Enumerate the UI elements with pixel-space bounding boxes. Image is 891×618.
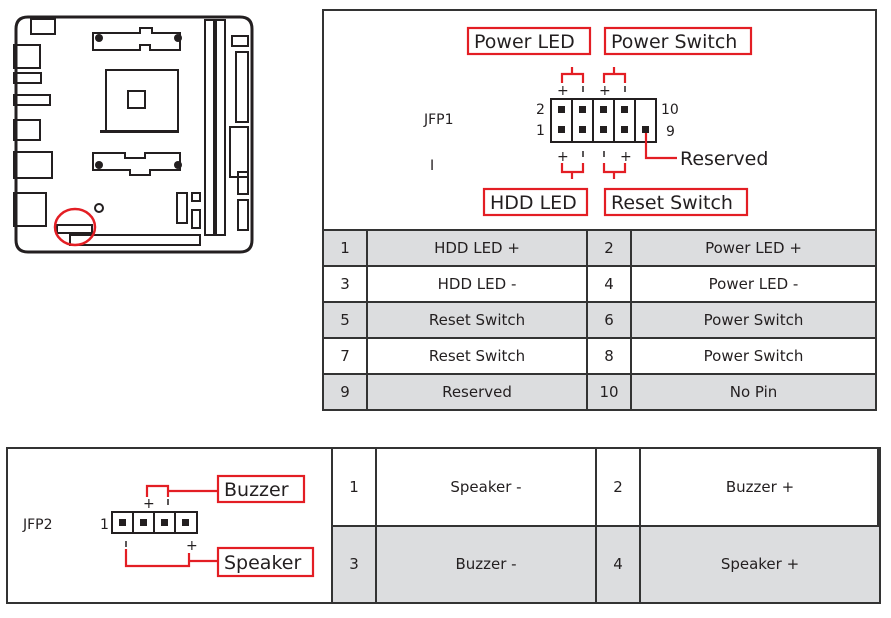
jfp1-pin-table: 1 HDD LED + 2 Power LED + 3 HDD LED - 4 … xyxy=(322,229,877,411)
pin-number: 6 xyxy=(586,301,632,339)
pin-label-2: 2 xyxy=(536,102,545,118)
jfp1-pin-diagram: JFP1 Ⅰ 2 1 10 9 + + + + xyxy=(423,26,768,217)
jfp2-label: JFP2 xyxy=(22,517,53,533)
callout-power-switch xyxy=(603,26,753,56)
pin-number: 7 xyxy=(322,337,368,375)
table-row: 5 Reset Switch 6 Power Switch xyxy=(322,301,877,339)
pin-number: 1 xyxy=(322,229,368,267)
jfp2-pins xyxy=(119,519,189,526)
polarity-mark: + xyxy=(143,496,155,512)
pin-label-10: 10 xyxy=(661,102,679,118)
pin-label-9: 9 xyxy=(666,124,675,140)
pin-number: 5 xyxy=(322,301,368,339)
jfp1-label: JFP1 xyxy=(423,112,454,128)
polarity-mark: + xyxy=(620,149,632,165)
table-row: 1 HDD LED + 2 Power LED + xyxy=(322,229,877,267)
pin-description: Buzzer - xyxy=(375,524,597,604)
pin-label-1: 1 xyxy=(100,517,109,533)
pin-description: HDD LED - xyxy=(366,265,588,303)
pin-description: Reset Switch xyxy=(366,337,588,375)
pin-number: 3 xyxy=(322,265,368,303)
pin-description: Reset Switch xyxy=(366,301,588,339)
table-row: 3 HDD LED - 4 Power LED - xyxy=(322,265,877,303)
pin-number: 4 xyxy=(595,524,641,604)
table-row: 9 Reserved 10 No Pin xyxy=(322,373,877,411)
pin-description: Speaker - xyxy=(375,447,597,527)
pin-description: Power LED + xyxy=(630,229,877,267)
pin-number: 8 xyxy=(586,337,632,375)
table-row: 7 Reset Switch 8 Power Switch xyxy=(322,337,877,375)
pin-description: Reserved xyxy=(366,373,588,411)
callout-text-speaker: Speaker xyxy=(224,552,301,574)
callout-speaker xyxy=(216,546,315,578)
jfp1-header xyxy=(550,98,657,143)
table-row: 3 Buzzer - 4 Speaker + xyxy=(331,524,881,604)
pin-description: No Pin xyxy=(630,373,877,411)
pin-description: Buzzer + xyxy=(639,447,881,527)
pin-description: Speaker + xyxy=(639,524,881,604)
callout-buzzer xyxy=(216,474,306,504)
callout-text-power-switch: Power Switch xyxy=(611,31,737,53)
callout-reset-switch xyxy=(603,187,749,217)
pin-number: 9 xyxy=(322,373,368,411)
jfp2-pin-table: 1 Speaker - 2 Buzzer + 3 Buzzer - 4 Spea… xyxy=(331,447,881,604)
pin-description: HDD LED + xyxy=(366,229,588,267)
callout-text-hdd-led: HDD LED xyxy=(490,192,577,214)
jfp-highlight-circle xyxy=(53,207,97,247)
jfp1-panel: JFP1 Ⅰ 2 1 10 9 + + + + xyxy=(322,9,877,411)
pin-number: 2 xyxy=(586,229,632,267)
callout-text-reset-switch: Reset Switch xyxy=(611,192,733,214)
callout-text-reserved: Reserved xyxy=(680,148,768,170)
polarity-mark: + xyxy=(557,83,569,99)
pin-description: Power Switch xyxy=(630,301,877,339)
callout-power-led xyxy=(466,26,592,56)
polarity-mark: + xyxy=(557,149,569,165)
text-cursor-icon: Ⅰ xyxy=(430,158,434,174)
pin-description: Power Switch xyxy=(630,337,877,375)
callout-text-power-led: Power LED xyxy=(474,31,575,53)
jfp2-pin-diagram: JFP2 1 + + Buzzer Speaker xyxy=(22,474,315,578)
pin-description: Power LED - xyxy=(630,265,877,303)
polarity-mark: + xyxy=(186,538,198,554)
pin-number: 3 xyxy=(331,524,377,604)
motherboard-diagram xyxy=(13,15,254,254)
jfp2-panel: JFP2 1 + + Buzzer Speaker xyxy=(6,447,881,604)
pin-number: 10 xyxy=(586,373,632,411)
callout-hdd-led xyxy=(482,187,589,217)
polarity-mark: + xyxy=(599,83,611,99)
pin-number: 1 xyxy=(331,447,377,527)
table-row: 1 Speaker - 2 Buzzer + xyxy=(331,447,881,527)
callout-text-buzzer: Buzzer xyxy=(224,479,289,501)
pin-number: 2 xyxy=(595,447,641,527)
pin-label-1: 1 xyxy=(536,123,545,139)
jfp1-pins xyxy=(558,106,649,133)
pin-number: 4 xyxy=(586,265,632,303)
